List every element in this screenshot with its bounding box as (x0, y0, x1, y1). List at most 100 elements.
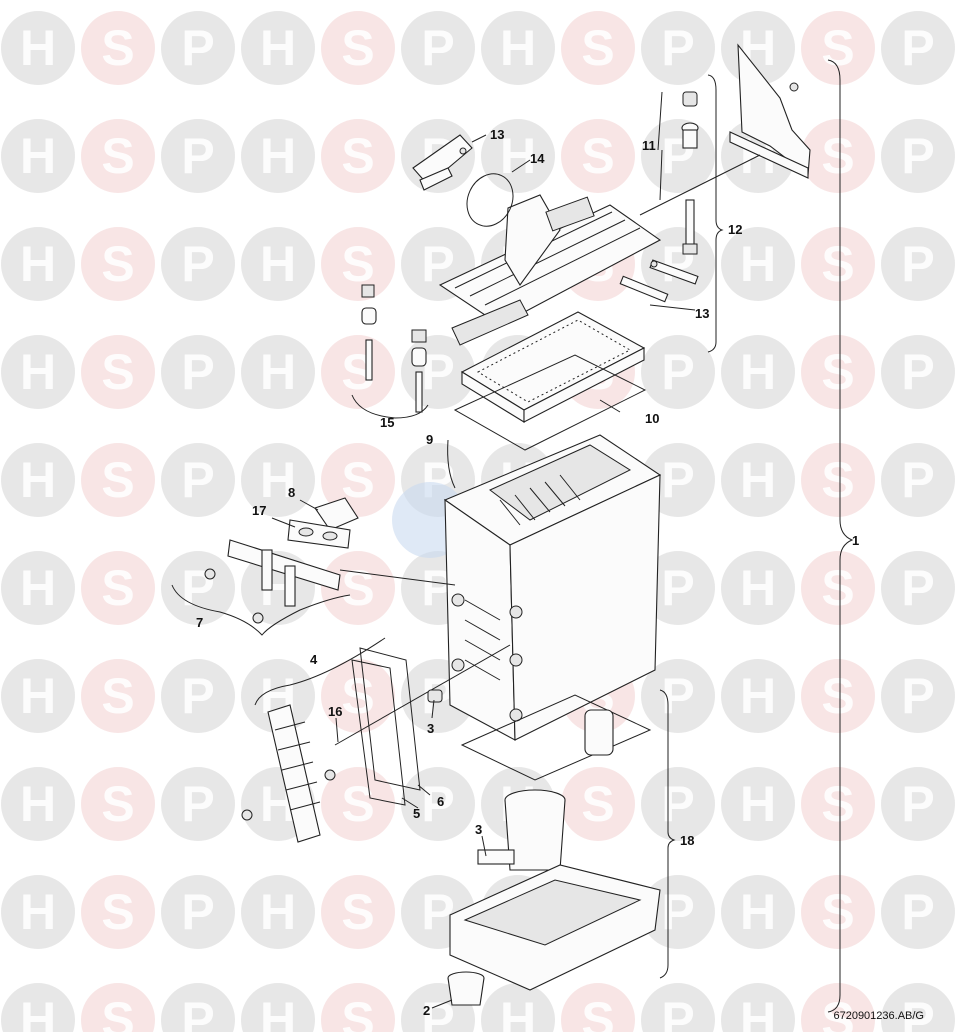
watermark-letter: H (740, 992, 776, 1032)
watermark-circle (721, 767, 795, 841)
callout-16: 16 (328, 704, 342, 719)
watermark-letter: S (821, 128, 854, 184)
watermark-circle (641, 11, 715, 85)
watermark-letter: P (901, 236, 934, 292)
heat-exchanger-body (443, 434, 662, 781)
burner-top-plate (438, 194, 662, 346)
watermark-circle (241, 119, 315, 193)
watermark-circle (241, 443, 315, 517)
watermark-letter: H (500, 128, 536, 184)
watermark-circle (721, 983, 795, 1032)
watermark-circle (321, 983, 395, 1032)
callout-13-top: 13 (490, 127, 504, 142)
leader-13-bottom (649, 304, 696, 311)
watermark-circle (801, 119, 875, 193)
leader-10 (599, 399, 621, 413)
watermark-letter: P (661, 452, 694, 508)
watermark-circle (881, 983, 955, 1032)
watermark-circle (81, 551, 155, 625)
watermark-letter: P (901, 668, 934, 724)
leader-14 (511, 159, 531, 173)
watermark-letter: H (500, 992, 536, 1032)
callout-1: 1 (852, 533, 859, 548)
watermark-circle (1, 443, 75, 517)
leader-8 (299, 499, 319, 511)
watermark-letter: S (341, 992, 374, 1032)
watermark-circle (721, 659, 795, 733)
leader-3-upper (431, 699, 435, 719)
watermark-letter: S (821, 992, 854, 1032)
leader-5 (401, 797, 419, 809)
watermark-letter: P (661, 884, 694, 940)
watermark-circle (801, 443, 875, 517)
watermark-letter: S (341, 668, 374, 724)
watermark-letter: P (181, 344, 214, 400)
condensate-trap-18 (449, 709, 661, 991)
bracket-1 (827, 59, 854, 1013)
watermark-circle (801, 551, 875, 625)
watermark-circle (641, 767, 715, 841)
watermark-circle (161, 11, 235, 85)
watermark-letter: H (20, 776, 56, 832)
watermark-circle (401, 11, 475, 85)
callout-11: 11 (642, 138, 656, 153)
watermark-letter: P (181, 452, 214, 508)
watermark-circle (1, 767, 75, 841)
watermark-circle (881, 875, 955, 949)
watermark-circle (1, 335, 75, 409)
watermark-letter: P (421, 344, 454, 400)
watermark-circle (561, 983, 635, 1032)
watermark-letter: S (821, 344, 854, 400)
watermark-letter: P (661, 344, 694, 400)
watermark-circle (801, 875, 875, 949)
watermark-letter: S (341, 884, 374, 940)
watermark-letter: S (101, 560, 134, 616)
watermark-letter: S (101, 236, 134, 292)
watermark-letter: S (821, 560, 854, 616)
document-reference: 6720901236.AB/G (833, 1010, 924, 1022)
watermark-letter: S (821, 452, 854, 508)
watermark-letter: P (901, 884, 934, 940)
leader-6 (417, 784, 431, 796)
callout-4: 4 (310, 652, 318, 667)
seal-6 (359, 647, 421, 791)
watermark-circle (321, 551, 395, 625)
watermark-letter: S (101, 776, 134, 832)
leader-3-lower (481, 835, 487, 857)
watermark-circle (561, 11, 635, 85)
watermark-circle (241, 11, 315, 85)
watermark-circle (881, 443, 955, 517)
leader-17 (271, 517, 296, 528)
watermark-letter: S (821, 884, 854, 940)
watermark-circle (321, 875, 395, 949)
sensor-3-upper (427, 689, 443, 703)
watermark-letter: H (260, 992, 296, 1032)
watermark-letter: H (740, 884, 776, 940)
watermark-letter: S (341, 236, 374, 292)
watermark-letter: H (260, 20, 296, 76)
callout-17: 17 (252, 503, 266, 518)
watermark-circle (801, 767, 875, 841)
callout-6: 6 (437, 794, 444, 809)
watermark-circle (801, 11, 875, 85)
watermark-letter: H (260, 236, 296, 292)
watermark-circle (81, 335, 155, 409)
gasket-5 (351, 659, 406, 806)
cap-2 (447, 971, 485, 1006)
watermark-circle (321, 767, 395, 841)
watermark-circle (321, 659, 395, 733)
watermark-circle (161, 335, 235, 409)
watermark-circle (801, 983, 875, 1032)
watermark-circle (241, 983, 315, 1032)
watermark-circle (161, 119, 235, 193)
watermark-letter: S (101, 344, 134, 400)
watermark-letter: H (260, 344, 296, 400)
watermark-letter: S (341, 776, 374, 832)
tray-gasket (453, 354, 647, 451)
watermark-circle (161, 875, 235, 949)
watermark-circle (1, 659, 75, 733)
leader-9 (447, 439, 456, 489)
watermark-letter: H (740, 344, 776, 400)
watermark-circle (1, 11, 75, 85)
watermark-letter: S (101, 20, 134, 76)
